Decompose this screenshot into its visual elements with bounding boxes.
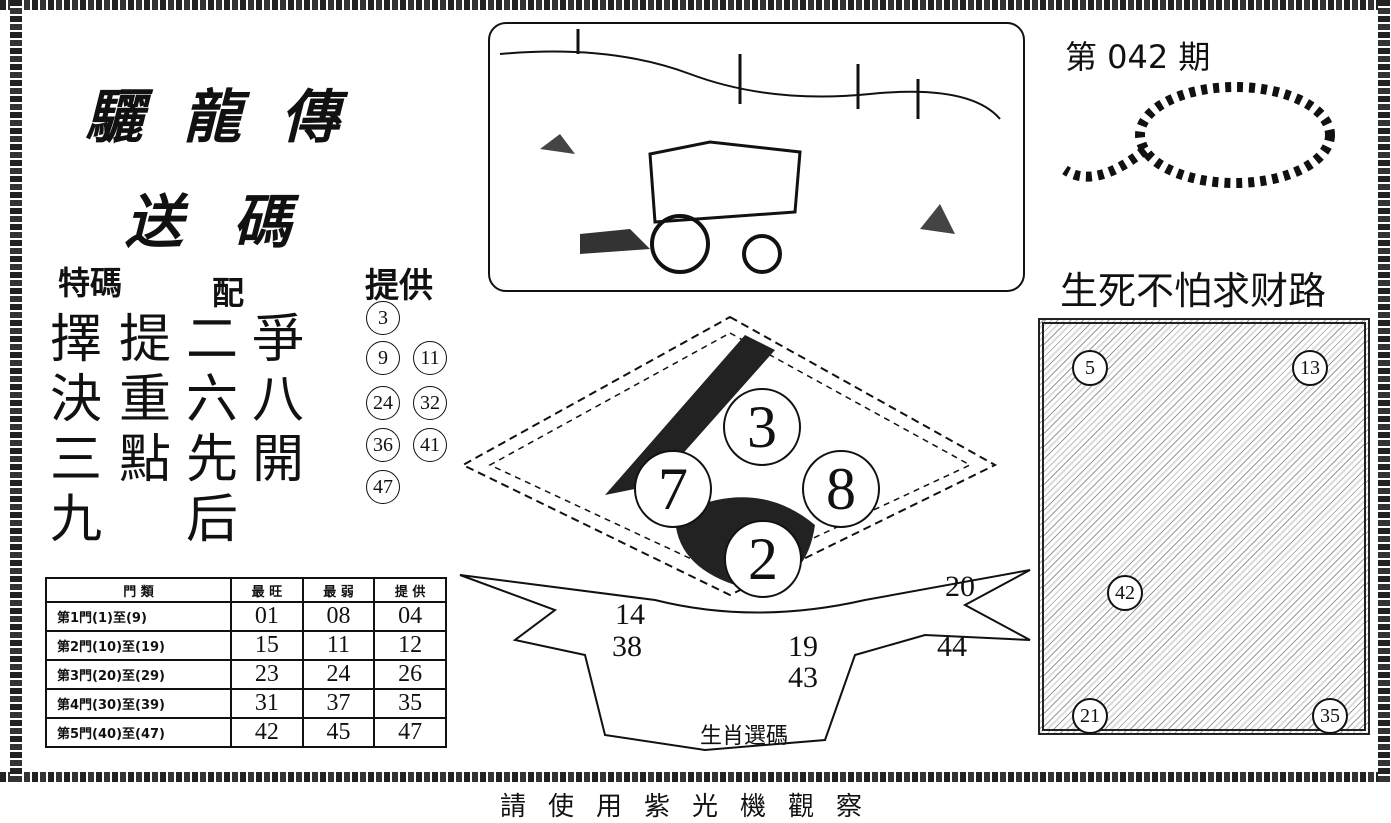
poem-char: 八 [251, 370, 304, 430]
table-header: 最 弱 [301, 577, 376, 603]
provided-number: 47 [366, 470, 400, 504]
bead-illustration [1045, 70, 1345, 204]
poem-column-4: 爭 八 開 [248, 310, 308, 490]
table-header: 提 供 [373, 577, 447, 603]
zodiac-label: 生肖選碼 [700, 724, 789, 749]
table-cell: 31 [230, 688, 304, 719]
diamond-number: 7 [634, 450, 712, 528]
left-border [10, 0, 22, 782]
table-header: 最 旺 [230, 577, 304, 603]
poem-char: 決 [49, 370, 102, 430]
issue-number: 第 042 期 [1065, 38, 1211, 76]
poem-char: 先 [185, 430, 238, 490]
table-cell: 42 [230, 717, 304, 748]
diamond-number: 3 [723, 388, 801, 466]
title: 驪龍傳 [85, 83, 380, 151]
poem-char: 六 [185, 370, 238, 430]
table-cell: 37 [301, 688, 376, 719]
poem-column-1: 擇 決 三 九 [46, 310, 106, 550]
table-cell: 11 [301, 630, 376, 661]
diamond-number: 8 [802, 450, 880, 528]
poem-char: 提 [118, 310, 171, 370]
poem-char: 三 [49, 430, 102, 490]
carriage-drawing [499, 29, 1001, 274]
zodiac-ribbon [455, 565, 1035, 769]
provided-number: 3 [366, 301, 400, 335]
poem-column-3: 二 六 先 后 [182, 310, 242, 550]
table-cell: 24 [301, 659, 376, 690]
table-cell: 第5門(40)至(47) [45, 717, 232, 748]
zodiac-number: 38 [612, 630, 642, 663]
right-border [1378, 0, 1390, 782]
table-cell: 45 [301, 717, 376, 748]
subtitle: 送碼 [125, 188, 342, 256]
poem-char: 二 [185, 310, 238, 370]
bottom-border [0, 772, 1391, 782]
zodiac-number: 43 [788, 661, 818, 694]
provided-number: 36 [366, 428, 400, 462]
table-cell: 47 [373, 717, 447, 748]
panel-number: 21 [1072, 698, 1108, 734]
panel-number: 35 [1312, 698, 1348, 734]
poem-char: 重 [118, 370, 171, 430]
panel-number: 13 [1292, 350, 1328, 386]
table-header: 門 類 [45, 577, 232, 603]
provided-number: 32 [413, 386, 447, 420]
poem-char: 后 [185, 490, 238, 550]
zodiac-number: 14 [615, 598, 645, 631]
poem-char: 開 [251, 430, 304, 490]
footer-note: 請使用紫光機觀察 [500, 792, 885, 822]
table-cell: 26 [373, 659, 447, 690]
poem-column-2: 提 重 點 [115, 310, 175, 490]
provided-number: 41 [413, 428, 447, 462]
poem-char: 點 [118, 430, 171, 490]
diamond-number: 2 [724, 520, 802, 598]
top-border [0, 0, 1391, 10]
table-cell: 第2門(10)至(19) [45, 630, 232, 661]
zodiac-number: 20 [945, 570, 975, 603]
table-cell: 35 [373, 688, 447, 719]
zodiac-number: 44 [937, 630, 967, 663]
provided-number: 11 [413, 341, 447, 375]
slogan: 生死不怕求财路 [1060, 269, 1327, 313]
table-cell: 01 [230, 601, 304, 632]
provide-label: 提供 [365, 266, 433, 306]
poem-char: 爭 [251, 310, 304, 370]
poem-char: 擇 [49, 310, 102, 370]
special-label: 特碼 [58, 264, 123, 302]
poem-char: 九 [49, 490, 102, 550]
table-cell: 15 [230, 630, 304, 661]
panel-number: 5 [1072, 350, 1108, 386]
panel-number: 42 [1107, 575, 1143, 611]
zodiac-number: 19 [788, 630, 818, 663]
table-cell: 第3門(20)至(29) [45, 659, 232, 690]
provided-number: 9 [366, 341, 400, 375]
table-cell: 第1門(1)至(9) [45, 601, 232, 632]
table-cell: 12 [373, 630, 447, 661]
table-cell: 第4門(30)至(39) [45, 688, 232, 719]
table-cell: 08 [301, 601, 376, 632]
table-cell: 04 [373, 601, 447, 632]
table-cell: 23 [230, 659, 304, 690]
provided-number: 24 [366, 386, 400, 420]
match-label: 配 [212, 274, 245, 312]
carriage-illustration [488, 22, 1025, 292]
buddha-illustration [1038, 318, 1370, 735]
